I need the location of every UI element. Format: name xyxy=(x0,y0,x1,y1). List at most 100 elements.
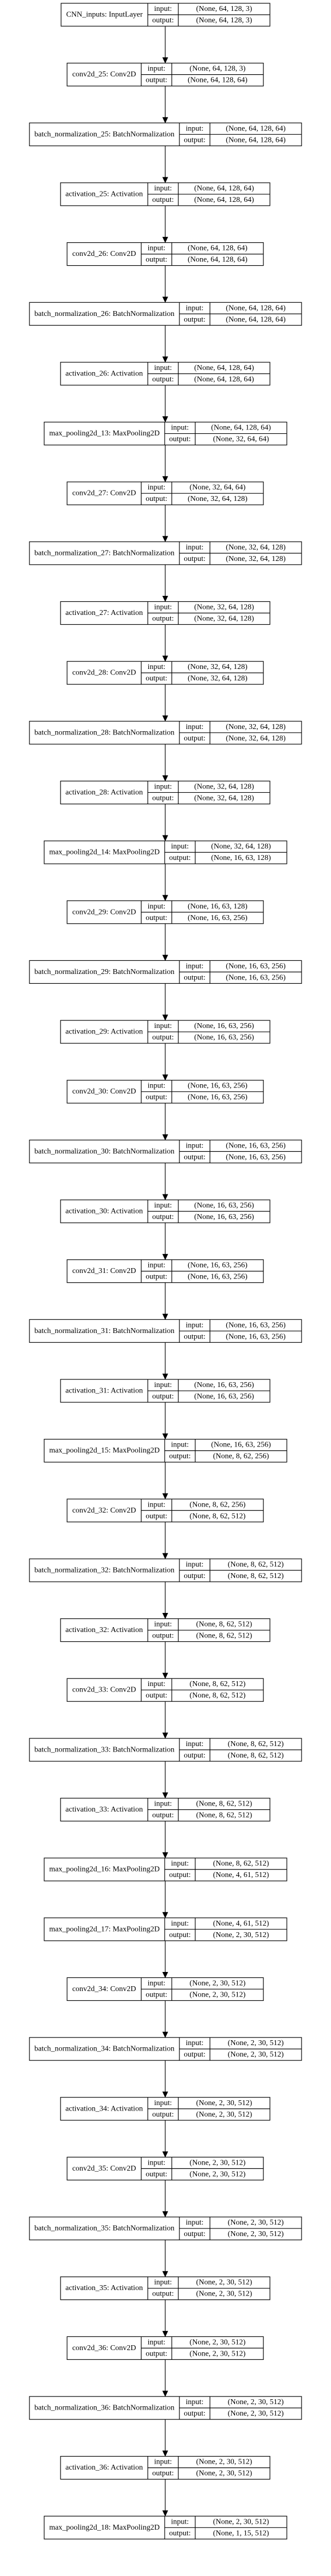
layer-name: conv2d_26: Conv2D xyxy=(72,250,136,258)
output-shape: (None, 8, 62, 512) xyxy=(228,1572,284,1580)
arrowhead-icon xyxy=(162,655,168,662)
input-shape: (None, 2, 30, 512) xyxy=(228,2398,284,2406)
input-shape: (None, 32, 64, 128) xyxy=(226,543,286,552)
diagram-edges xyxy=(162,26,168,2517)
arrowhead-icon xyxy=(162,596,168,602)
input-shape: (None, 64, 128, 64) xyxy=(211,424,271,432)
layer-node: max_pooling2d_18: MaxPooling2Dinput:outp… xyxy=(44,2515,287,2539)
output-shape: (None, 16, 63, 128) xyxy=(211,854,271,862)
input-shape: (None, 8, 62, 512) xyxy=(196,1621,252,1629)
input-shape: (None, 16, 63, 256) xyxy=(226,1321,286,1329)
input-port-label: input: xyxy=(148,663,166,671)
layer-node: batch_normalization_36: BatchNormalizati… xyxy=(29,2396,302,2420)
layer-node: batch_normalization_35: BatchNormalizati… xyxy=(29,2216,302,2240)
output-port-label: output: xyxy=(146,1512,167,1520)
output-port-label: output: xyxy=(146,2170,167,2178)
input-port-label: input: xyxy=(154,1202,172,1210)
input-shape: (None, 32, 64, 128) xyxy=(194,603,254,612)
arrowhead-icon xyxy=(162,835,168,841)
output-port-label: output: xyxy=(184,2051,206,2059)
output-port-label: output: xyxy=(152,1392,174,1401)
layer-node: activation_25: Activationinput:output:(N… xyxy=(60,182,270,206)
input-port-label: input: xyxy=(186,304,204,312)
layer-name: batch_normalization_31: BatchNormalizati… xyxy=(34,1327,174,1335)
layer-node: batch_normalization_30: BatchNormalizati… xyxy=(29,1139,302,1163)
layer-name: conv2d_35: Conv2D xyxy=(72,2165,136,2173)
edge-arrow xyxy=(162,385,168,423)
input-shape: (None, 2, 30, 512) xyxy=(190,1979,246,1987)
output-port-label: output: xyxy=(184,1153,206,1161)
output-port-label: output: xyxy=(146,256,167,264)
output-shape: (None, 64, 128, 3) xyxy=(196,16,252,25)
edge-arrow xyxy=(162,2180,168,2218)
input-shape: (None, 16, 63, 256) xyxy=(194,1202,254,1210)
layer-node: max_pooling2d_14: MaxPooling2Dinput:outp… xyxy=(44,840,287,864)
arrowhead-icon xyxy=(162,1792,168,1799)
edge-arrow xyxy=(162,1881,168,1918)
layer-name: conv2d_30: Conv2D xyxy=(72,1087,136,1096)
output-port-label: output: xyxy=(184,1332,206,1341)
output-port-label: output: xyxy=(184,1752,206,1760)
input-shape: (None, 8, 62, 512) xyxy=(228,1561,284,1569)
output-port-label: output: xyxy=(184,555,206,563)
output-port-label: output: xyxy=(146,1273,167,1281)
output-shape: (None, 2, 30, 512) xyxy=(228,2051,284,2059)
input-shape: (None, 8, 62, 512) xyxy=(190,1680,246,1688)
input-port-label: input: xyxy=(148,1501,166,1509)
arrowhead-icon xyxy=(162,1313,168,1320)
output-port-label: output: xyxy=(152,2290,174,2298)
input-port-label: input: xyxy=(171,1920,189,1928)
layer-node: conv2d_35: Conv2D input: output: (None, 2, … xyxy=(67,2156,264,2180)
input-shape: (None, 64, 128, 64) xyxy=(194,184,254,193)
output-shape: (None, 8, 62, 512) xyxy=(190,1692,246,1700)
layer-name: max_pooling2d_16: MaxPooling2D xyxy=(49,1866,160,1874)
arrowhead-icon xyxy=(162,1014,168,1021)
output-port-label: output: xyxy=(169,1931,191,1939)
output-port-label: output: xyxy=(169,854,191,862)
diagram-nodes: CNN_inputs: InputLayerinput:output:(None… xyxy=(29,3,302,2539)
output-port-label: output: xyxy=(152,375,174,384)
input-shape: (None, 2, 30, 512) xyxy=(190,2338,246,2346)
layer-name: activation_32: Activation xyxy=(65,1626,143,1634)
edge-arrow xyxy=(162,1641,168,1679)
input-shape: (None, 8, 62, 512) xyxy=(213,1860,269,1868)
input-shape: (None, 2, 30, 512) xyxy=(196,2279,252,2287)
layer-name: max_pooling2d_17: MaxPooling2D xyxy=(49,1925,160,1933)
output-port-label: output: xyxy=(152,794,174,802)
layer-node: activation_36: Activationinput:output:(N… xyxy=(60,2456,270,2480)
layer-name: batch_normalization_32: BatchNormalizati… xyxy=(34,1566,174,1574)
layer-node: batch_normalization_31: BatchNormalizati… xyxy=(29,1319,302,1343)
arrowhead-icon xyxy=(162,715,168,722)
edge-arrow xyxy=(162,1282,168,1320)
layer-name: activation_33: Activation xyxy=(65,1806,143,1814)
edge-arrow xyxy=(162,445,168,482)
layer-name: conv2d_31: Conv2D xyxy=(72,1267,136,1275)
output-shape: (None, 2, 30, 512) xyxy=(190,2170,246,2178)
input-shape: (None, 16, 63, 256) xyxy=(194,1022,254,1030)
layer-node: activation_34: Activationinput:output:(N… xyxy=(60,2097,270,2121)
output-port-label: output: xyxy=(184,734,206,743)
input-port-label: input: xyxy=(148,2159,166,2167)
arrowhead-icon xyxy=(162,1971,168,1979)
layer-node: batch_normalization_27: BatchNormalizati… xyxy=(29,541,302,565)
layer-node: batch_normalization_28: BatchNormalizati… xyxy=(29,721,302,745)
input-port-label: input: xyxy=(186,543,204,552)
edge-arrow xyxy=(162,744,168,782)
input-shape: (None, 4, 61, 512) xyxy=(213,1920,269,1928)
layer-name: conv2d_36: Conv2D xyxy=(72,2344,136,2352)
edge-arrow xyxy=(162,1701,168,1739)
edge-arrow xyxy=(162,1462,168,1499)
edge-arrow xyxy=(162,26,168,64)
layer-node: activation_30: Activationinput:output:(N… xyxy=(60,1199,270,1223)
output-port-label: output: xyxy=(169,1453,191,1461)
output-shape: (None, 8, 62, 512) xyxy=(190,1512,246,1520)
layer-name: batch_normalization_35: BatchNormalizati… xyxy=(34,2225,174,2233)
output-port-label: output: xyxy=(169,1871,191,1879)
output-shape: (None, 32, 64, 128) xyxy=(226,734,286,743)
edge-arrow xyxy=(162,983,168,1021)
input-shape: (None, 16, 63, 256) xyxy=(188,1262,248,1270)
input-port-label: input: xyxy=(186,1740,204,1748)
layer-name: activation_34: Activation xyxy=(65,2105,143,2113)
